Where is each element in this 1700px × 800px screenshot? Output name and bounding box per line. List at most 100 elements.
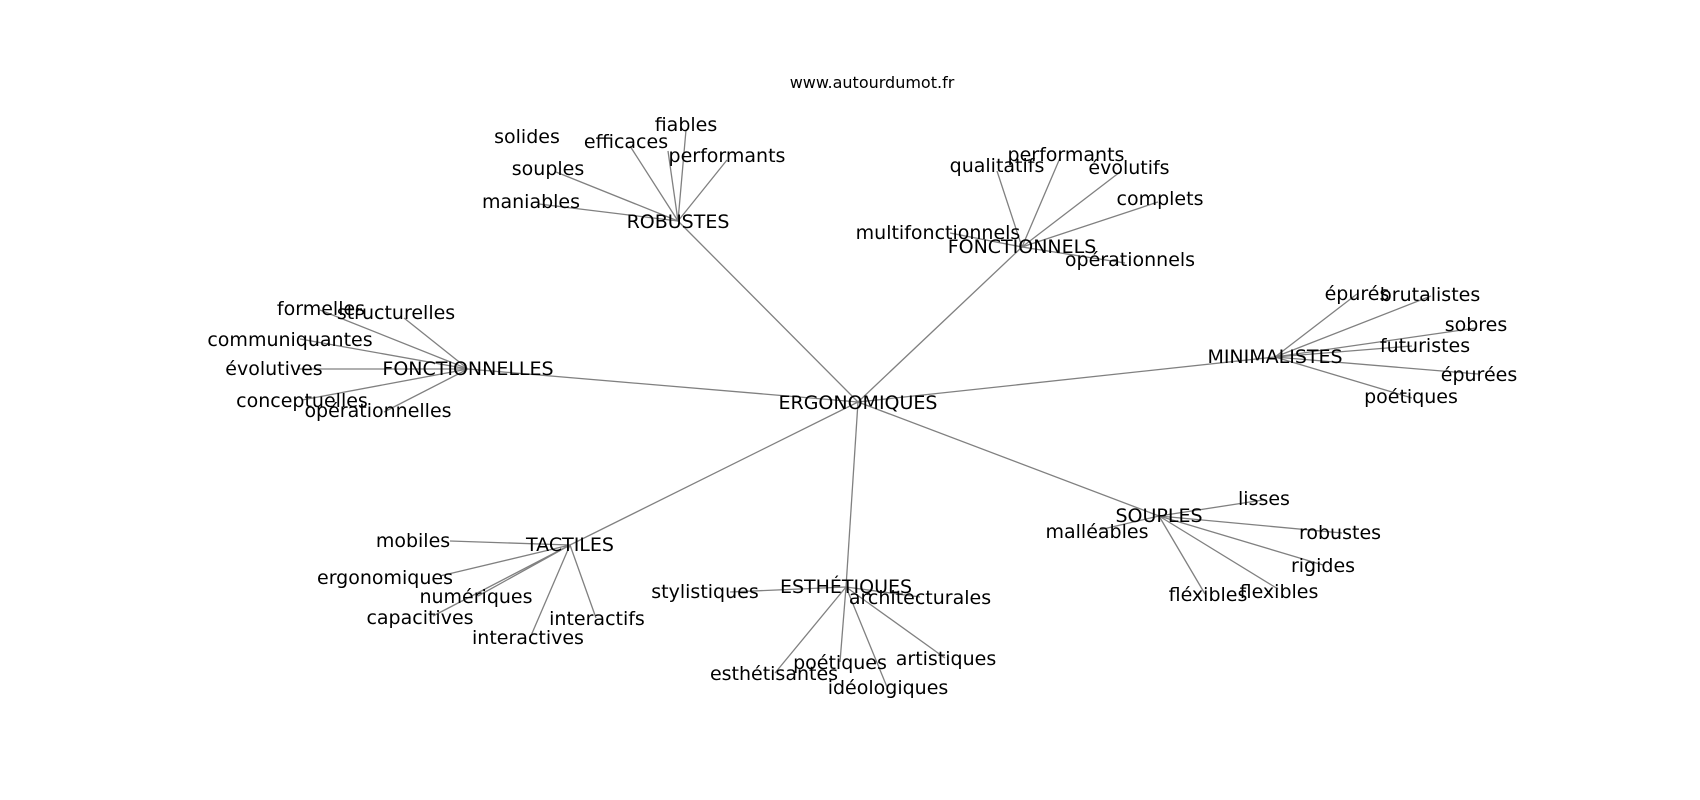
edge-robustes-leaf-5 (538, 203, 679, 222)
leaf-label-minimalistes-0: épurés (1325, 283, 1390, 305)
edge-tactiles-leaf-4 (569, 544, 597, 619)
edge-robustes-leaf-1 (667, 150, 679, 222)
edge-minimalistes-leaf-5 (1274, 356, 1413, 399)
edge-fonctionnels-leaf-4 (949, 232, 1023, 248)
edge-fonctionnels-leaf-5 (1021, 246, 1126, 264)
category-label-fonctionnelles: FONCTIONNELLES (382, 358, 553, 380)
leaf-label-robustes-4: souples (512, 158, 585, 180)
leaf-label-fonctionnels-4: multifonctionnels (856, 222, 1021, 244)
leaf-label-souples-4: fléxibles (1169, 584, 1248, 606)
leaf-label-minimalistes-3: futuristes (1380, 335, 1470, 357)
leaf-label-tactiles-5: interactives (472, 627, 584, 649)
edge-robustes-leaf-3 (677, 159, 728, 222)
edge-souples-leaf-3 (1158, 515, 1324, 566)
leaf-label-tactiles-3: capacitives (366, 607, 473, 629)
leaf-label-robustes-0: solides (494, 126, 560, 148)
edge-minimalistes-leaf-0 (1274, 293, 1358, 358)
leaf-label-esthetiques-3: poétiques (793, 652, 887, 674)
edge-minimalistes-leaf-2 (1274, 327, 1477, 358)
leaf-label-fonctionnelles-5: opérationnelles (304, 400, 451, 422)
leaf-label-fonctionnels-0: qualitatifs (950, 155, 1045, 177)
edge-esthetiques-leaf-2 (845, 586, 946, 659)
edge-fonctionnels-leaf-1 (1021, 157, 1061, 248)
edge-fonctionnels-leaf-0 (996, 170, 1023, 248)
edge-souples-leaf-1 (1098, 515, 1160, 531)
edge-center-to-tactiles (569, 401, 859, 546)
leaf-label-tactiles-1: ergonomiques (317, 567, 453, 589)
leaf-label-fonctionnelles-0: formelles (277, 298, 365, 320)
edge-fonctionnels-leaf-3 (1021, 201, 1159, 248)
leaf-label-robustes-5: maniables (482, 191, 580, 213)
edge-center-to-fonctionnelles (467, 368, 859, 403)
leaf-label-esthetiques-5: idéologiques (828, 677, 949, 699)
leaf-label-esthetiques-1: architecturales (849, 587, 991, 609)
leaf-label-tactiles-0: mobiles (376, 530, 450, 552)
category-label-souples: SOUPLES (1115, 505, 1202, 527)
category-label-robustes: ROBUSTES (627, 211, 730, 233)
edge-minimalistes-leaf-1 (1274, 295, 1432, 358)
category-label-fonctionnels: FONCTIONNELS (948, 236, 1097, 258)
leaf-label-robustes-1: efficaces (584, 131, 668, 153)
edge-fonctionnelles-leaf-0 (319, 309, 469, 370)
leaf-label-souples-0: lisses (1238, 488, 1290, 510)
leaf-label-fonctionnelles-3: évolutives (225, 358, 322, 380)
edge-center-to-souples (857, 401, 1160, 517)
category-label-tactiles: TACTILES (525, 534, 614, 556)
edge-robustes-leaf-0 (629, 145, 679, 222)
leaf-label-minimalistes-5: poétiques (1364, 386, 1458, 408)
leaf-label-fonctionnels-1: performants (1008, 144, 1125, 166)
edge-souples-leaf-0 (1158, 499, 1264, 517)
edge-souples-leaf-2 (1158, 515, 1343, 534)
edge-esthetiques-leaf-0 (729, 586, 847, 593)
leaf-label-fonctionnels-5: opérationnels (1065, 249, 1195, 271)
edge-fonctionnelles-leaf-5 (383, 368, 469, 413)
leaf-label-souples-2: robustes (1299, 522, 1381, 544)
edge-souples-leaf-4 (1158, 515, 1206, 595)
category-label-minimalistes: MINIMALISTES (1207, 346, 1342, 368)
edge-esthetiques-leaf-5 (845, 586, 888, 688)
leaf-label-fonctionnels-2: évolutifs (1088, 157, 1169, 179)
edge-tactiles-leaf-5 (529, 544, 571, 639)
edge-minimalistes-leaf-4 (1274, 356, 1479, 375)
edge-center-to-fonctionnels (857, 246, 1023, 403)
leaf-label-souples-3: rigides (1291, 555, 1355, 577)
leaf-label-robustes-2: fiables (655, 114, 718, 136)
edge-esthetiques-leaf-3 (839, 586, 847, 663)
leaf-label-esthetiques-4: esthétisantes (710, 663, 838, 685)
leaf-label-minimalistes-2: sobres (1445, 314, 1508, 336)
leaf-label-robustes-3: performants (669, 145, 786, 167)
edge-esthetiques-leaf-1 (845, 586, 921, 598)
category-label-esthetiques: ESTHÉTIQUES (780, 575, 912, 598)
leaf-label-souples-5: flexibles (1240, 581, 1319, 603)
graph-edges (298, 129, 1479, 688)
leaf-label-fonctionnelles-1: structurelles (337, 302, 455, 324)
edge-tactiles-leaf-0 (449, 540, 571, 546)
leaf-label-tactiles-4: interactifs (549, 608, 645, 630)
edge-robustes-leaf-2 (677, 129, 687, 222)
edge-fonctionnelles-leaf-2 (299, 338, 469, 370)
edge-fonctionnelles-leaf-1 (403, 317, 469, 370)
leaf-label-esthetiques-2: artistiques (896, 648, 997, 670)
leaf-label-tactiles-2: numériques (419, 586, 532, 608)
leaf-label-souples-1: malléables (1046, 521, 1149, 543)
edge-robustes-leaf-4 (555, 171, 679, 222)
leaf-label-minimalistes-4: épurées (1441, 364, 1517, 386)
leaf-label-fonctionnelles-2: communiquantes (207, 329, 372, 351)
edge-center-to-robustes (677, 220, 859, 403)
edge-tactiles-leaf-1 (439, 544, 571, 577)
edge-center-to-minimalistes (857, 356, 1276, 403)
edge-fonctionnels-leaf-2 (1021, 171, 1121, 248)
site-credit: www.autourdumot.fr (790, 73, 955, 92)
edge-esthetiques-leaf-4 (774, 586, 847, 674)
leaf-label-fonctionnels-3: complets (1117, 188, 1204, 210)
edge-souples-leaf-5 (1158, 515, 1279, 590)
leaf-label-fonctionnelles-4: conceptuelles (236, 390, 368, 412)
edge-minimalistes-leaf-3 (1274, 345, 1413, 358)
edge-center-to-esthetiques (845, 401, 859, 588)
leaf-label-esthetiques-0: stylistiques (651, 581, 758, 603)
leaf-label-minimalistes-1: brutalistes (1380, 284, 1481, 306)
edge-tactiles-leaf-3 (432, 544, 571, 617)
center-node-label: ERGONOMIQUES (779, 392, 938, 414)
